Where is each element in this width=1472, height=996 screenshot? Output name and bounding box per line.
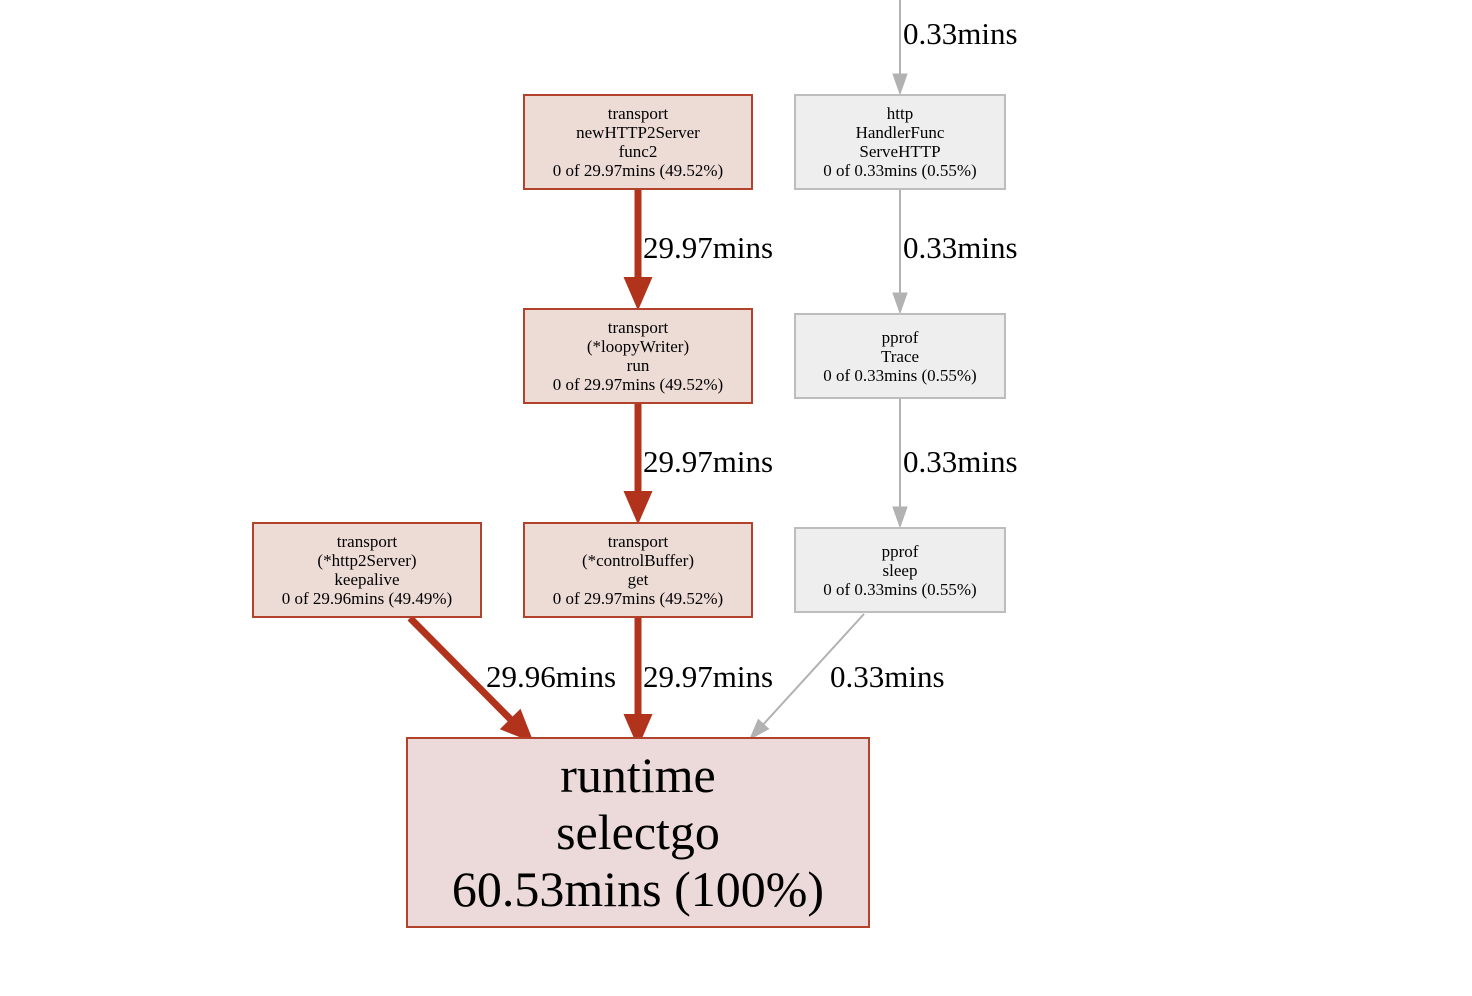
edge-func2-loopy[interactable] xyxy=(623,190,653,311)
node-line: Trace xyxy=(880,346,920,366)
node-line: transport xyxy=(336,532,398,551)
edge-label-loopywriter-to-controlbuffer: 29.97mins xyxy=(643,444,774,479)
node-line: runtime xyxy=(560,747,716,803)
edge-loopy-ctrl[interactable] xyxy=(623,404,653,525)
edge-label-servehttp-to-trace: 0.33mins xyxy=(903,230,1018,265)
edge-arrowhead xyxy=(892,73,908,96)
edge-label-keepalive-to-selectgo: 29.96mins xyxy=(486,659,617,694)
edge-arrowhead xyxy=(499,708,534,743)
node-line: selectgo xyxy=(556,804,720,860)
node-line: 0 of 0.33mins (0.55%) xyxy=(823,365,977,385)
node-line: run xyxy=(626,356,650,375)
node-line: 0 of 0.33mins (0.55%) xyxy=(823,161,977,180)
edge-line xyxy=(407,615,515,724)
node-line: (*http2Server) xyxy=(317,551,417,570)
node-line: pprof xyxy=(881,327,919,347)
node-line: transport xyxy=(607,104,669,123)
node-line: ServeHTTP xyxy=(859,142,941,161)
edge-line xyxy=(761,613,865,727)
node-line: http xyxy=(886,104,914,123)
edge-http-trace[interactable] xyxy=(892,190,908,315)
edge-in-http[interactable] xyxy=(892,0,908,96)
node-line: get xyxy=(627,570,649,589)
node-line: pprof xyxy=(881,541,919,561)
node-line: 0 of 29.97mins (49.52%) xyxy=(552,589,724,608)
edge-arrowhead xyxy=(892,292,908,315)
edge-label-sleep-to-selectgo: 0.33mins xyxy=(830,659,945,694)
edge-arrowhead xyxy=(892,506,908,529)
edge-arrowhead xyxy=(623,714,653,748)
node-line: keepalive xyxy=(334,570,400,589)
edge-keep-select[interactable] xyxy=(407,615,534,743)
node-line: HandlerFunc xyxy=(855,123,945,142)
node-line: 0 of 0.33mins (0.55%) xyxy=(823,579,977,599)
edge-arrowhead xyxy=(748,718,770,741)
node-line: 60.53mins (100%) xyxy=(451,861,825,917)
node-line: 0 of 29.97mins (49.52%) xyxy=(552,161,724,180)
edge-label-incoming-http: 0.33mins xyxy=(903,16,1018,51)
node-line: (*loopyWriter) xyxy=(586,337,690,356)
edge-sleep-select[interactable] xyxy=(748,613,865,741)
edge-ctrl-select[interactable] xyxy=(623,618,653,748)
node-line: func2 xyxy=(618,142,658,161)
edge-label-func2-to-loopywriter: 29.97mins xyxy=(643,230,774,265)
node-line: newHTTP2Server xyxy=(576,123,700,142)
edge-label-trace-to-sleep: 0.33mins xyxy=(903,444,1018,479)
node-line: 0 of 29.96mins (49.49%) xyxy=(281,589,453,608)
node-line: (*controlBuffer) xyxy=(581,551,695,570)
node-line: transport xyxy=(607,318,669,337)
node-line: sleep xyxy=(882,560,918,580)
node-line: 0 of 29.97mins (49.52%) xyxy=(552,375,724,394)
edge-trace-sleep[interactable] xyxy=(892,399,908,529)
node-line: transport xyxy=(607,532,669,551)
edge-arrowhead xyxy=(623,491,653,525)
edge-label-controlbuffer-to-selectgo: 29.97mins xyxy=(643,659,774,694)
edge-arrowhead xyxy=(623,277,653,311)
